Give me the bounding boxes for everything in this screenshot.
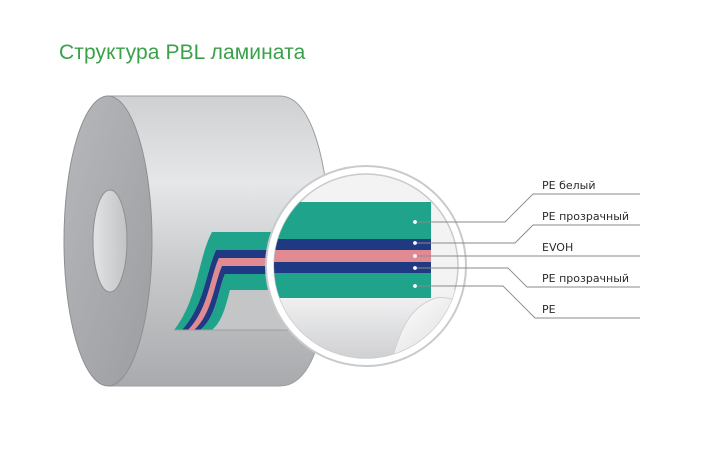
leader-lines — [417, 193, 640, 319]
magnified-layer-pe — [274, 273, 431, 298]
layer-label-pe-transparent-top: PE прозрачный — [542, 210, 629, 223]
roll-core-hole — [92, 189, 128, 293]
magnified-layer-evoh — [274, 250, 431, 262]
film-layer-pe-white — [174, 232, 290, 330]
layer-markers — [413, 220, 417, 288]
layer-labels: PE белый PE прозрачный EVOH PE прозрачны… — [542, 179, 629, 316]
layer-label-evoh: EVOH — [542, 241, 573, 254]
film-layer-evoh — [188, 258, 290, 330]
magnified-layer-pe-transparent-bottom — [274, 262, 431, 273]
layer-label-pe-transparent-bottom: PE прозрачный — [542, 272, 629, 285]
leader-line-pe-transparent-top — [417, 224, 640, 244]
layer-label-pe: PE — [542, 303, 556, 316]
magnified-layer-pe-white — [274, 202, 431, 239]
marker-evoh — [413, 254, 417, 258]
leader-line-pe-white — [417, 193, 640, 223]
layer-label-pe-white: PE белый — [542, 179, 596, 192]
leader-line-pe-transparent-bottom — [417, 267, 640, 288]
magnified-layer-pe-transparent-top — [274, 239, 431, 250]
marker-pe-transparent-top — [413, 241, 417, 245]
film-layer-pe-transparent-bottom — [194, 266, 290, 330]
marker-pe-transparent-bottom — [413, 266, 417, 270]
leader-line-pe — [417, 285, 640, 319]
marker-pe-white — [413, 220, 417, 224]
figure-title: Структура PBL ламината — [59, 41, 306, 64]
marker-pe — [413, 284, 417, 288]
